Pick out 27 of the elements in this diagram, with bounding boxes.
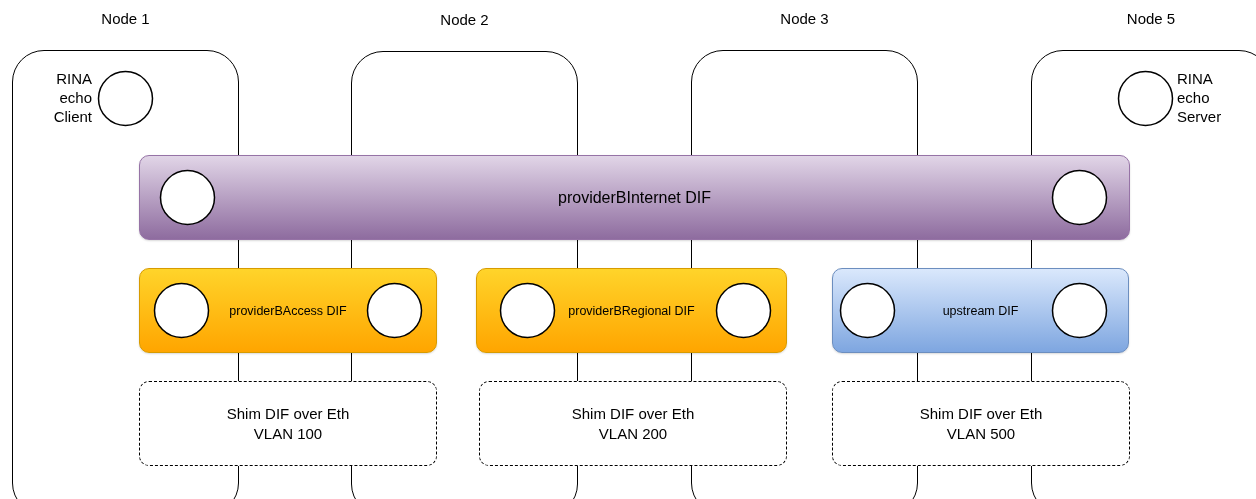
layer-label: providerBInternet DIF bbox=[558, 188, 711, 207]
circle-process bbox=[715, 282, 772, 339]
circle-process bbox=[97, 70, 154, 127]
layer-label: providerBAccess DIF bbox=[229, 303, 347, 318]
circle-process bbox=[153, 282, 210, 339]
layer-label: upstream DIF bbox=[942, 303, 1019, 318]
system-title: Node 5 bbox=[1125, 10, 1177, 27]
circle-process bbox=[1051, 169, 1108, 226]
layer-label: providerBRegional DIF bbox=[568, 303, 695, 318]
dif-layer bbox=[139, 155, 1130, 240]
shim-layer bbox=[479, 381, 787, 466]
system-title: Node 3 bbox=[779, 10, 830, 27]
shim-layer bbox=[139, 381, 437, 466]
process-caption: RINA echo Server bbox=[1177, 69, 1223, 126]
layer-label: Shim DIF over Eth VLAN 100 bbox=[225, 403, 351, 444]
circle-process bbox=[839, 282, 896, 339]
circle-process bbox=[499, 282, 556, 339]
circle-process bbox=[1117, 70, 1174, 127]
shim-layer bbox=[832, 381, 1130, 466]
process-caption: RINA echo Client bbox=[52, 69, 92, 126]
circle-process bbox=[1051, 282, 1108, 339]
system-title: Node 2 bbox=[439, 11, 490, 28]
circle-process bbox=[159, 169, 216, 226]
circle-process bbox=[366, 282, 423, 339]
layer-label: Shim DIF over Eth VLAN 200 bbox=[570, 403, 696, 444]
layer-label: Shim DIF over Eth VLAN 500 bbox=[918, 403, 1044, 444]
system-title: Node 1 bbox=[100, 10, 151, 27]
